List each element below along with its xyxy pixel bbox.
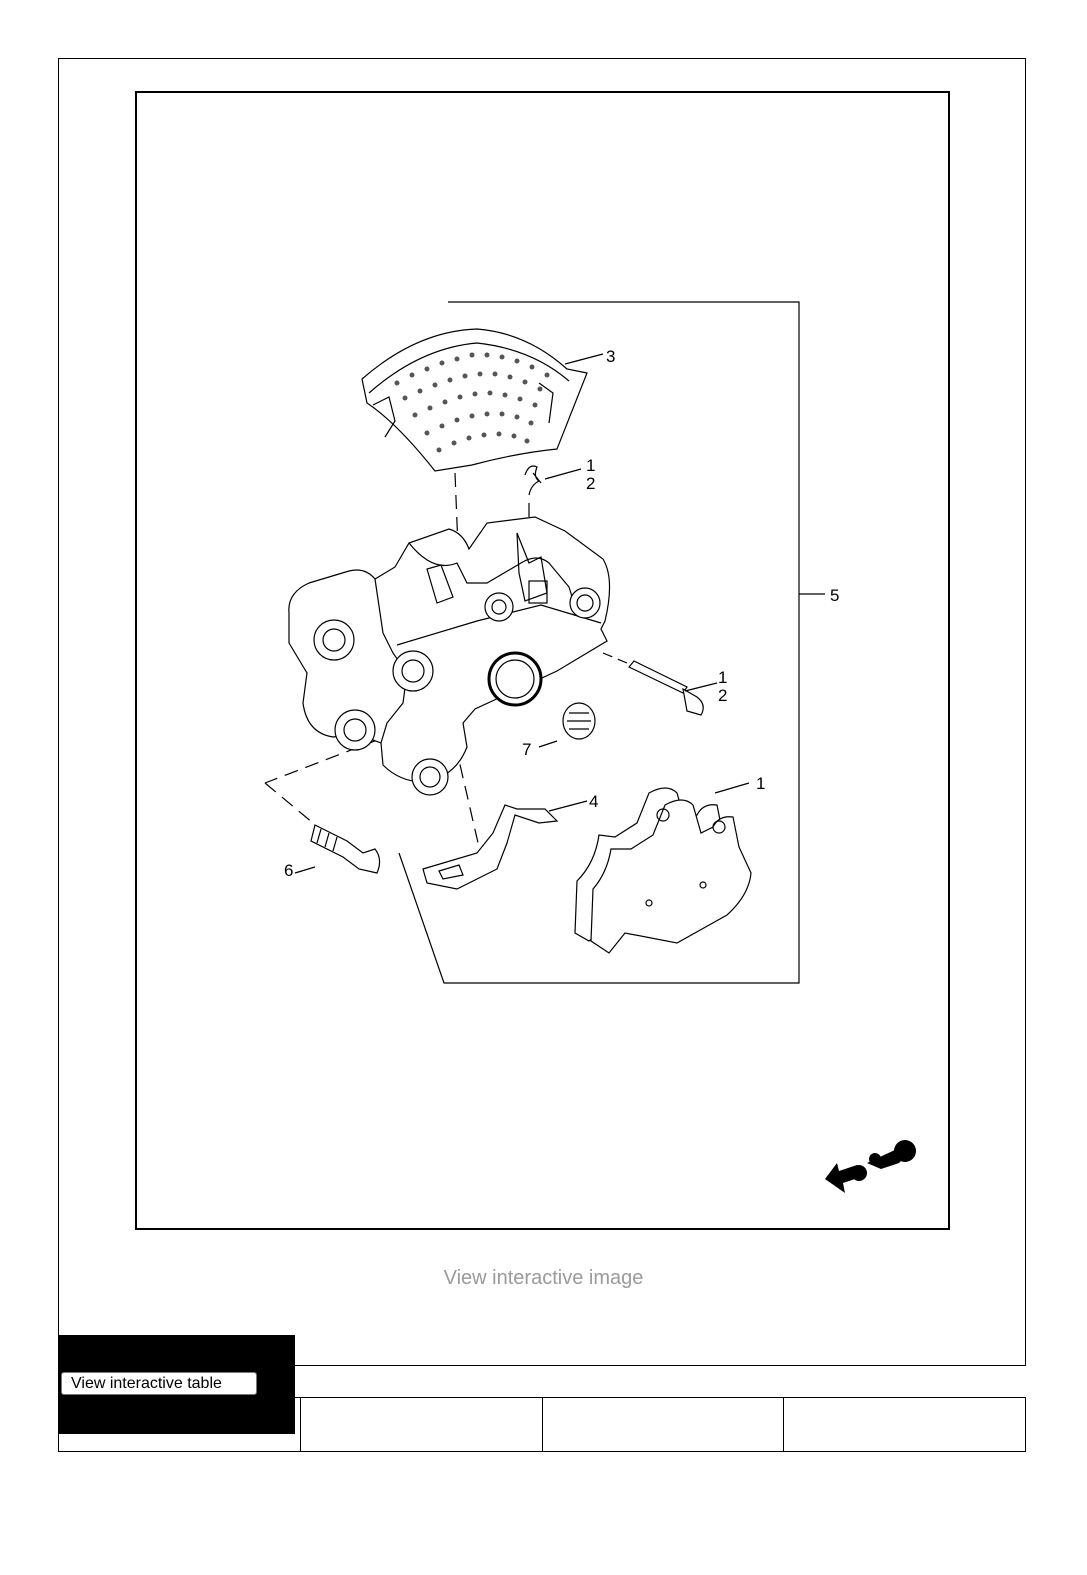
page-border	[58, 58, 1026, 1366]
pad-cover	[361, 328, 588, 472]
callout-4[interactable]: 4	[589, 792, 598, 811]
mounting-bolt	[310, 824, 381, 874]
table-cell	[301, 1398, 543, 1451]
callout-2-pin[interactable]: 2	[718, 686, 727, 705]
callout-7[interactable]: 7	[522, 740, 531, 759]
view-interactive-image-link[interactable]: View interactive image	[443, 1267, 644, 1289]
table-cell	[59, 1398, 301, 1451]
callout-6[interactable]: 6	[284, 861, 293, 880]
callout-1-clip[interactable]: 1	[586, 456, 595, 475]
kit-bracket-line	[398, 301, 800, 984]
pad-spring	[422, 804, 559, 890]
motorcycle-direction-icon	[825, 1140, 916, 1193]
table-cell	[784, 1398, 1025, 1451]
callout-5[interactable]: 5	[830, 586, 839, 605]
table-cell	[543, 1398, 785, 1451]
callout-3[interactable]: 3	[606, 347, 615, 366]
logo-medallion	[562, 702, 596, 740]
callout-1-pin[interactable]: 1	[718, 668, 727, 687]
parts-diagram[interactable]: 3 1 2 5 1 2 7 4 1 6	[135, 91, 950, 1230]
callout-2-clip[interactable]: 2	[586, 474, 595, 493]
view-interactive-table-button[interactable]: View interactive table	[61, 1372, 257, 1395]
caliper-exploded-view: 3 1 2 5 1 2 7 4 1 6	[264, 301, 916, 1193]
slide-pin	[602, 652, 704, 716]
callout-1-pads[interactable]: 1	[756, 774, 765, 793]
brake-pads	[574, 787, 752, 954]
caliper-body	[288, 516, 611, 796]
retaining-clip	[524, 465, 542, 496]
